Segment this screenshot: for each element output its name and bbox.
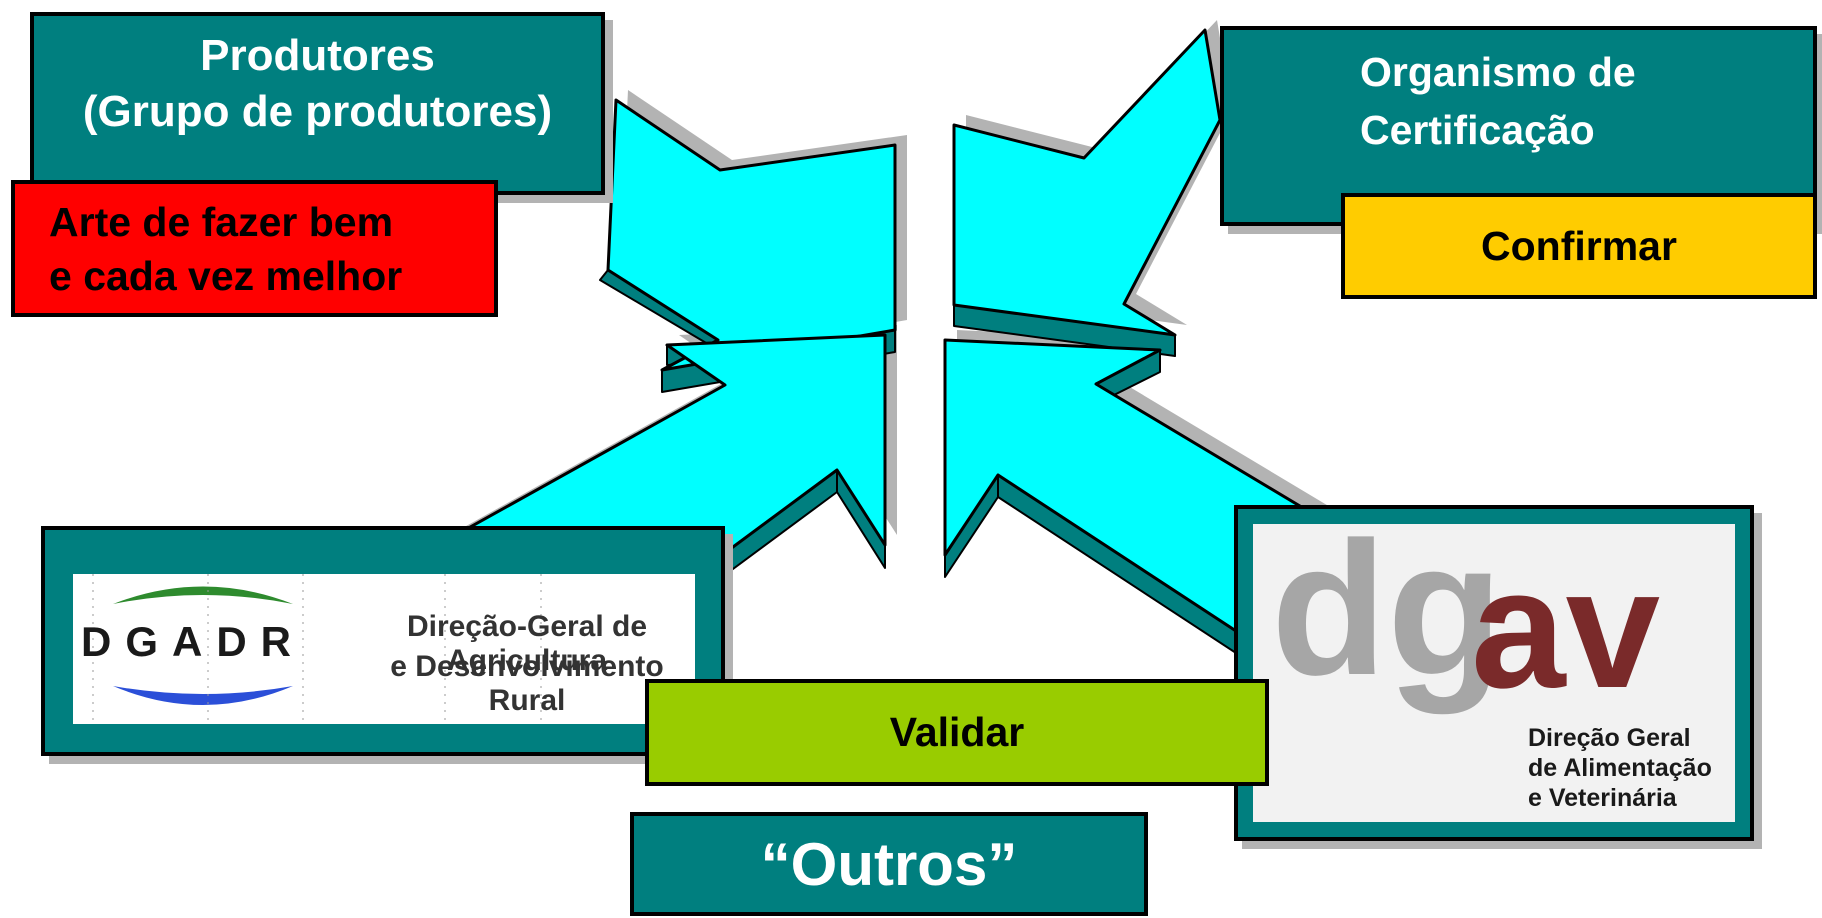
dgav-name-line-1: Direção Geral xyxy=(1528,724,1691,752)
confirmar-box: Confirmar xyxy=(1341,193,1817,299)
arte-line-2: e cada vez melhor xyxy=(49,252,403,299)
certification-line-1: Organismo de xyxy=(1360,49,1636,95)
dgav-acronym-red: av xyxy=(1471,534,1661,724)
confirmar-label: Confirmar xyxy=(1481,222,1677,269)
validar-box: Validar xyxy=(645,679,1269,786)
dgadr-name-line-2: e Desenvolvimento Rural xyxy=(390,650,664,717)
dgadr-acronym: DGADR xyxy=(81,618,305,665)
arte-box: Arte de fazer bem e cada vez melhor xyxy=(11,180,498,317)
dgav-box: dg av Direção Geral de Alimentação e Vet… xyxy=(1234,505,1754,841)
producers-title: Produtores xyxy=(200,30,435,80)
dgadr-logo-icon xyxy=(92,574,542,724)
arte-line-1: Arte de fazer bem xyxy=(49,198,394,245)
arrow-from-producers xyxy=(606,98,897,372)
dgav-name-line-3: e Veterinária xyxy=(1528,784,1677,812)
outros-label: “Outros” xyxy=(760,830,1018,898)
outros-box: “Outros” xyxy=(630,812,1148,916)
arrow-from-certification xyxy=(952,28,1222,337)
dgav-name-line-2: de Alimentação xyxy=(1528,754,1712,782)
dgadr-logo-panel: DGADR Direção-Geral de Agricultura e Des… xyxy=(73,574,695,724)
producers-subtitle: (Grupo de produtores) xyxy=(82,86,553,136)
certification-line-2: Certificação xyxy=(1360,107,1595,153)
dgav-logo-panel: dg av Direção Geral de Alimentação e Vet… xyxy=(1253,514,1735,822)
dgadr-box: DGADR Direção-Geral de Agricultura e Des… xyxy=(41,526,725,756)
dgav-acronym-grey: dg xyxy=(1271,503,1504,715)
producers-box: Produtores (Grupo de produtores) xyxy=(30,12,605,195)
validar-label: Validar xyxy=(889,709,1025,755)
dgadr-name-line-1: Direção-Geral de Agricultura xyxy=(406,610,648,677)
